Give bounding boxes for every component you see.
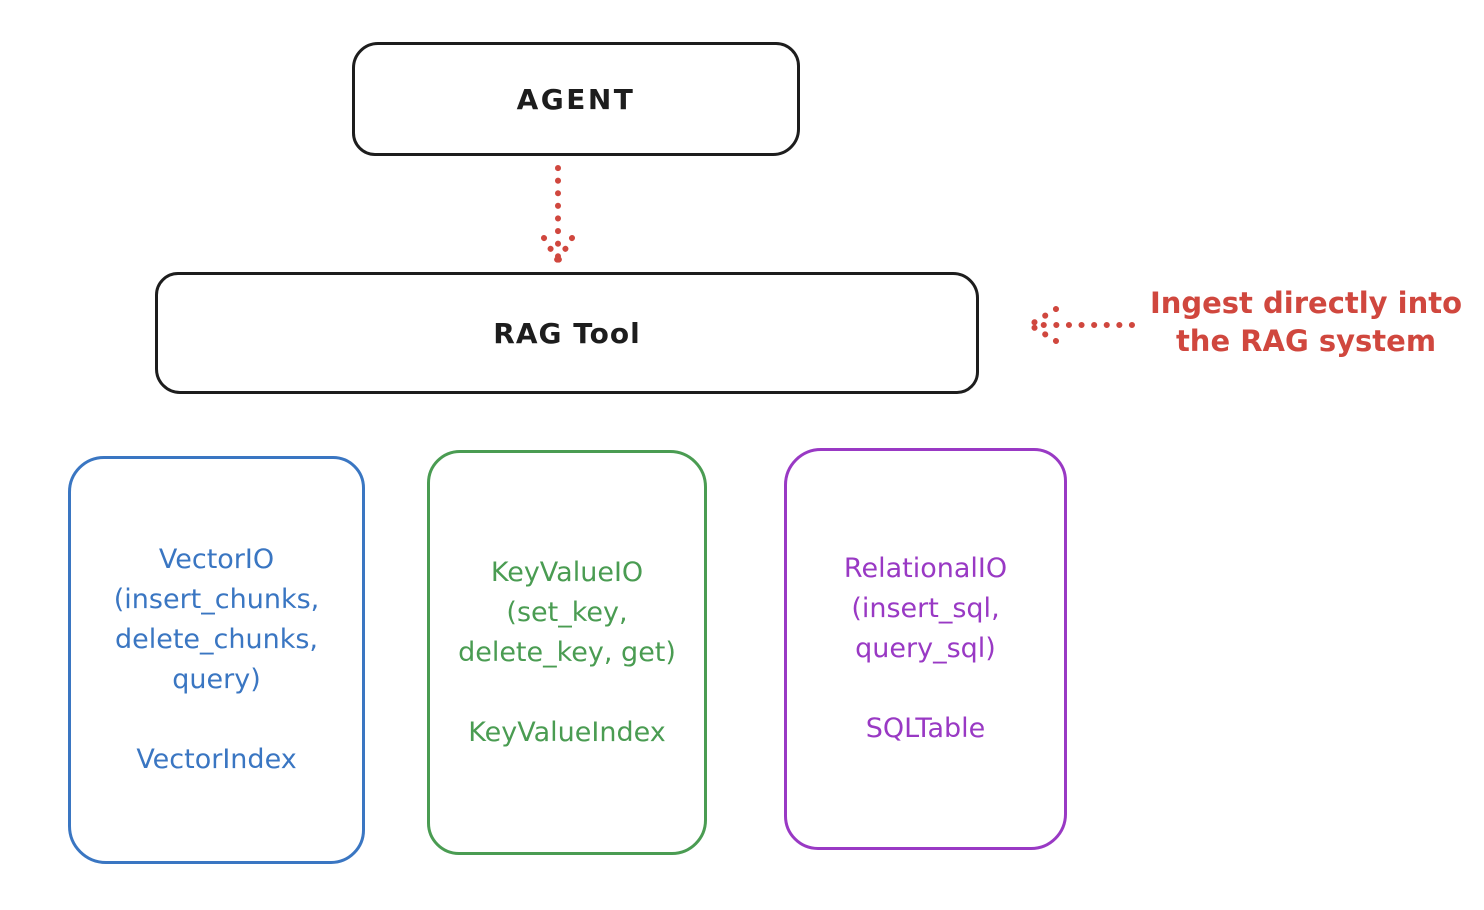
backend-index-label: SQLTable — [865, 713, 986, 744]
backend-method-line: (insert_chunks, — [113, 584, 320, 615]
rag-tool-label: RAG Tool — [493, 316, 641, 350]
backend-method-line: delete_key, get) — [458, 636, 676, 668]
backend-box-relationalio: RelationalIO (insert_sql, query_sql) SQL… — [784, 448, 1067, 850]
rag-tool-box: RAG Tool — [155, 272, 979, 394]
backend-title: KeyValueIO — [490, 556, 644, 588]
backend-title: RelationalIO — [843, 553, 1008, 584]
backend-box-vectorio: VectorIO (insert_chunks, delete_chunks, … — [68, 456, 365, 864]
down-arrow-icon — [541, 165, 575, 264]
backend-method-line: delete_chunks, — [114, 624, 319, 655]
ingest-annotation: Ingest directly into the RAG system — [1138, 284, 1474, 360]
backend-index-label: VectorIndex — [136, 744, 297, 775]
ingest-annotation-line2: the RAG system — [1175, 324, 1437, 358]
backend-method-line: query) — [172, 664, 261, 695]
backend-method-line: query_sql) — [855, 633, 996, 664]
backend-index-label: KeyValueIndex — [468, 716, 666, 748]
backend-box-keyvalueio: KeyValueIO (set_key, delete_key, get) Ke… — [427, 450, 707, 855]
left-arrow-icon — [1027, 306, 1135, 344]
backend-title: VectorIO — [158, 544, 275, 575]
backend-method-line: (insert_sql, — [851, 593, 1000, 624]
agent-label: AGENT — [516, 82, 636, 116]
ingest-annotation-line1: Ingest directly into — [1149, 286, 1463, 320]
agent-box: AGENT — [352, 42, 800, 156]
backend-method-line: (set_key, — [506, 596, 628, 628]
